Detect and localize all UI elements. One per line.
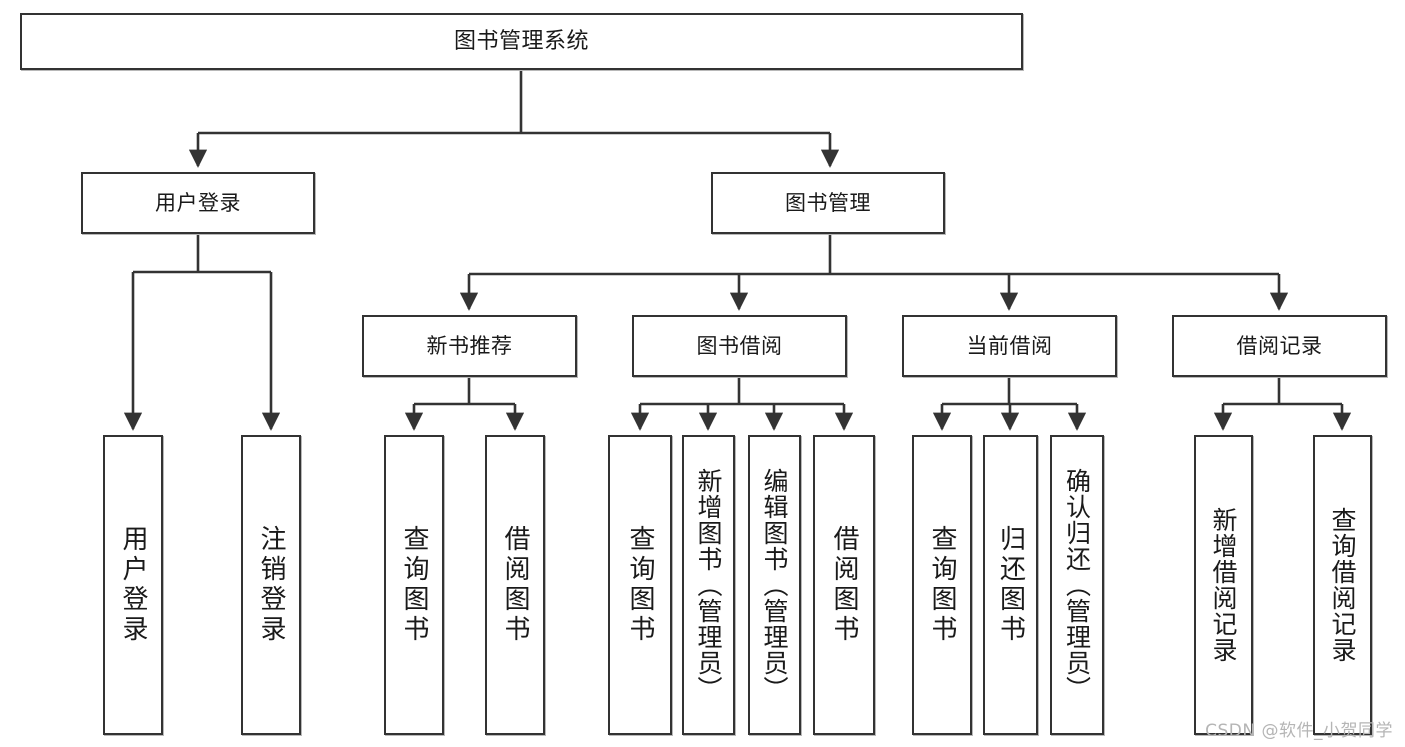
node-new-book-recommend[interactable]: 新书推荐: [362, 315, 577, 377]
node-leaf-user-login-label: 用户登录: [118, 525, 148, 645]
node-leaf-borrow-book-1-label: 借阅图书: [500, 525, 530, 645]
node-leaf-query-book-3[interactable]: 查询图书: [912, 435, 972, 735]
node-leaf-query-borrow-record-label: 查询借阅记录: [1328, 507, 1357, 663]
node-leaf-add-book-label: 新增图书（管理员）: [694, 468, 723, 702]
node-leaf-user-login[interactable]: 用户登录: [103, 435, 163, 735]
node-user-login-label: 用户登录: [155, 190, 241, 215]
node-leaf-borrow-book-1[interactable]: 借阅图书: [485, 435, 545, 735]
node-leaf-edit-book[interactable]: 编辑图书（管理员）: [748, 435, 801, 735]
node-borrow-record-label: 借阅记录: [1236, 333, 1323, 358]
node-new-book-recommend-label: 新书推荐: [426, 333, 513, 358]
node-leaf-add-borrow-record[interactable]: 新增借阅记录: [1194, 435, 1253, 735]
node-book-manage-label: 图书管理: [785, 190, 871, 215]
node-leaf-return-book[interactable]: 归还图书: [983, 435, 1038, 735]
node-book-borrow[interactable]: 图书借阅: [632, 315, 847, 377]
node-leaf-logout-login[interactable]: 注销登录: [241, 435, 301, 735]
node-leaf-query-borrow-record[interactable]: 查询借阅记录: [1313, 435, 1372, 735]
node-leaf-edit-book-label: 编辑图书（管理员）: [760, 468, 789, 702]
node-current-borrow-label: 当前借阅: [966, 333, 1053, 358]
node-leaf-borrow-book-2[interactable]: 借阅图书: [813, 435, 875, 735]
node-leaf-query-book-1[interactable]: 查询图书: [384, 435, 444, 735]
node-leaf-query-book-2-label: 查询图书: [625, 525, 655, 645]
node-borrow-record[interactable]: 借阅记录: [1172, 315, 1387, 377]
node-current-borrow[interactable]: 当前借阅: [902, 315, 1117, 377]
node-book-manage[interactable]: 图书管理: [711, 172, 945, 234]
node-leaf-confirm-return-label: 确认归还（管理员）: [1062, 468, 1092, 702]
node-leaf-return-book-label: 归还图书: [995, 525, 1026, 645]
node-leaf-add-borrow-record-label: 新增借阅记录: [1209, 507, 1238, 663]
node-leaf-query-book-3-label: 查询图书: [927, 525, 957, 645]
node-leaf-logout-login-label: 注销登录: [256, 525, 286, 645]
node-leaf-borrow-book-2-label: 借阅图书: [829, 525, 859, 645]
node-leaf-add-book[interactable]: 新增图书（管理员）: [682, 435, 735, 735]
node-user-login[interactable]: 用户登录: [81, 172, 315, 234]
node-leaf-query-book-1-label: 查询图书: [399, 525, 429, 645]
node-root-system[interactable]: 图书管理系统: [20, 13, 1023, 70]
node-leaf-query-book-2[interactable]: 查询图书: [608, 435, 672, 735]
node-leaf-confirm-return[interactable]: 确认归还（管理员）: [1050, 435, 1104, 735]
watermark-text: CSDN @软件_小贺同学: [1205, 721, 1393, 741]
node-book-borrow-label: 图书借阅: [696, 333, 783, 358]
node-root-system-label: 图书管理系统: [453, 28, 589, 54]
